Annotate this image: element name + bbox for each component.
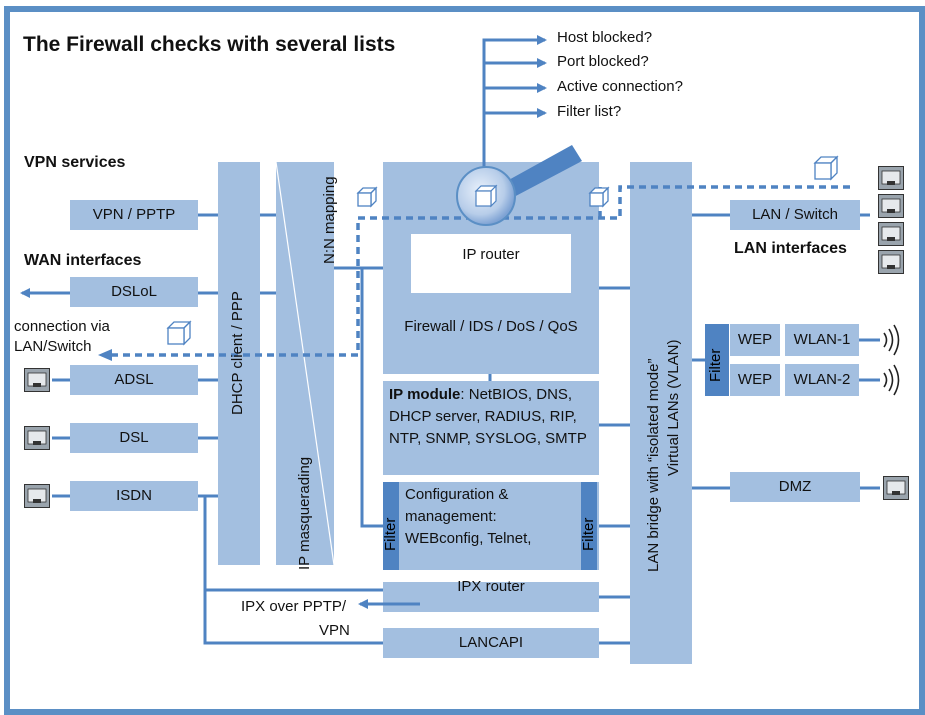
lancapi-box — [383, 628, 599, 658]
nat-diagonal — [275, 161, 335, 566]
isdn-box — [70, 481, 198, 511]
filter-wlan-label: Filter — [707, 348, 724, 382]
wep-2-box — [730, 364, 780, 396]
firewall-label: Firewall / IDS / DoS / QoS — [404, 318, 578, 335]
dashed-firewall-path — [110, 185, 850, 357]
ip-module-line-1: IP module: NetBIOS, DNS, — [389, 386, 572, 403]
ip-module-line-3: NTP, SNMP, SYSLOG, SMTP — [389, 430, 587, 447]
dmz-label: DMZ — [778, 478, 812, 495]
wireless-signal-icon — [883, 324, 900, 356]
ipx-router-label: IPX router — [457, 578, 525, 595]
ipx-over-pptp-label: IPX over PPTP/ — [241, 598, 347, 615]
filter-wlan-bar — [705, 324, 729, 396]
dhcp-client-ppp-label: DHCP client / PPP — [229, 291, 246, 415]
wan-interfaces-heading: WAN interfaces — [24, 252, 142, 269]
adsl-box — [70, 365, 198, 395]
ip-module-block — [383, 381, 599, 475]
dsl-label: DSL — [119, 429, 149, 446]
ip-router-label: IP router — [462, 246, 520, 263]
cube-icon — [166, 320, 192, 346]
wlan-1-box — [785, 324, 859, 356]
ipx-router-box — [383, 582, 599, 612]
isdn-label: ISDN — [116, 487, 152, 504]
filter-right-bar — [581, 482, 597, 570]
config-line-2: management: — [405, 508, 497, 525]
dhcp-client-ppp-block — [218, 162, 260, 565]
check-active-connection: Active connection? — [557, 78, 683, 95]
nn-mapping-label: N:N mapping — [321, 176, 338, 264]
lan-switch-box — [730, 200, 860, 230]
ip-module-line-2: DHCP server, RADIUS, RIP, — [389, 408, 577, 425]
ip-module-title: IP module — [389, 386, 461, 403]
wireless-signal-icon — [883, 364, 900, 396]
config-line-3: WEBconfig, Telnet, — [405, 530, 532, 547]
cube-icon — [588, 186, 610, 208]
cube-icon — [356, 186, 378, 208]
ethernet-port-icon — [878, 250, 904, 274]
lan-switch-label: LAN / Switch — [752, 206, 838, 223]
ip-module-services: : NetBIOS, DNS, — [460, 386, 573, 403]
configuration-block — [383, 482, 599, 570]
ipx-over-vpn-label: VPN — [319, 622, 350, 639]
lancapi-label: LANCAPI — [458, 634, 524, 651]
config-line-1: Configuration & — [405, 486, 509, 503]
filter-right-label: Filter — [580, 517, 597, 551]
ip-router-panel — [411, 234, 571, 293]
wep-2-label: WEP — [737, 371, 773, 388]
firewall-lens-icon — [456, 145, 582, 226]
dmz-box — [730, 472, 860, 502]
cube-icon — [813, 155, 839, 181]
filter-left-label: Filter — [382, 517, 399, 551]
dslol-box — [70, 277, 198, 307]
ip-masquerading-label: IP masquerading — [296, 456, 313, 570]
wlan-2-label: WLAN-2 — [793, 371, 851, 388]
check-filter-list: Filter list? — [557, 103, 622, 120]
wlan-1-label: WLAN-1 — [793, 331, 851, 348]
connection-via-label: connection via — [14, 318, 110, 335]
check-arrow-host — [482, 35, 547, 172]
ethernet-port-icon — [24, 368, 50, 392]
check-port-blocked: Port blocked? — [557, 53, 649, 70]
vpn-pptp-box — [70, 200, 198, 230]
ethernet-port-icon — [878, 194, 904, 218]
ethernet-port-icon — [883, 476, 909, 500]
lan-interfaces-heading: LAN interfaces — [734, 240, 847, 257]
ethernet-port-icon — [24, 426, 50, 450]
ethernet-port-icon — [24, 484, 50, 508]
lan-bridge-label: LAN bridge with “isolated mode” — [645, 358, 662, 572]
connection-lan-switch-label: LAN/Switch — [14, 338, 92, 355]
wlan-2-box — [785, 364, 859, 396]
dslol-label: DSLoL — [111, 283, 157, 300]
ethernet-port-icon — [878, 222, 904, 246]
vpn-services-heading: VPN services — [24, 154, 126, 171]
adsl-label: ADSL — [114, 371, 154, 388]
virtual-lans-label: Virtual LANs (VLAN) — [665, 339, 682, 476]
check-host-blocked: Host blocked? — [557, 29, 653, 46]
lan-bridge-block — [630, 162, 692, 664]
vpn-pptp-label: VPN / PPTP — [92, 206, 176, 223]
diagram-title: The Firewall checks with several lists — [23, 33, 396, 56]
dsl-box — [70, 423, 198, 453]
wep-1-box — [730, 324, 780, 356]
ethernet-port-icon — [878, 166, 904, 190]
wep-1-label: WEP — [737, 331, 773, 348]
filter-left-bar — [383, 482, 399, 570]
